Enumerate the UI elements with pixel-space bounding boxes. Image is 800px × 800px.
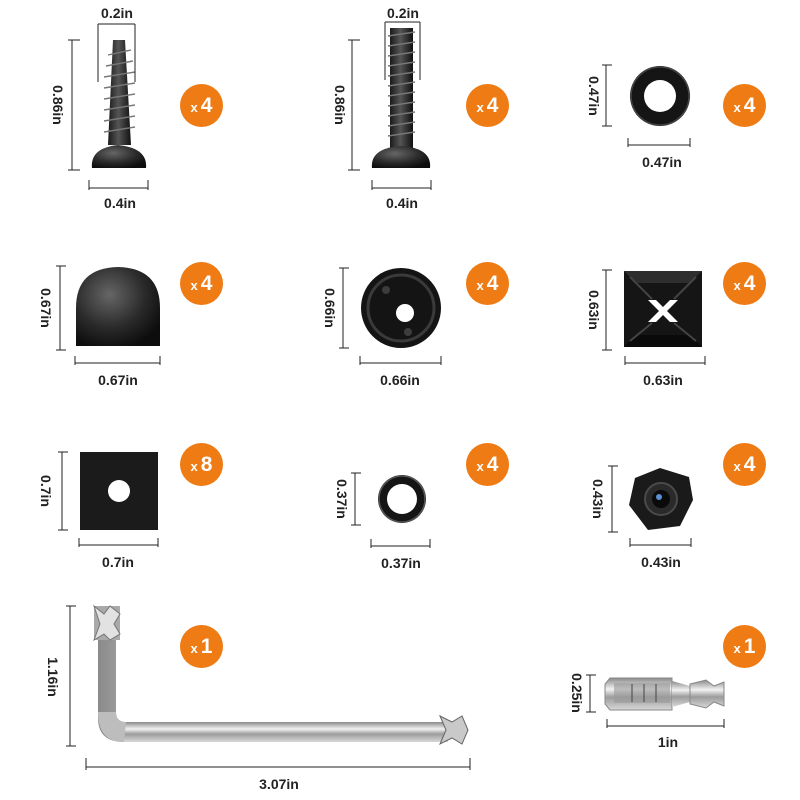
quantity-value: 4 bbox=[200, 271, 213, 295]
quantity-badge: x 4 bbox=[466, 84, 509, 127]
multiply-sign: x bbox=[190, 99, 198, 115]
quantity-badge: x 1 bbox=[180, 625, 223, 668]
height-dimension-label: 0.63in bbox=[586, 290, 602, 330]
height-dimension-label: 0.37in bbox=[334, 479, 350, 519]
quantity-value: 1 bbox=[743, 634, 756, 658]
height-dimension-label: 0.25in bbox=[569, 673, 585, 713]
height-dimension-label: 1.16in bbox=[45, 657, 61, 697]
quantity-value: 8 bbox=[200, 452, 213, 476]
quantity-badge: x 8 bbox=[180, 443, 223, 486]
multiply-sign: x bbox=[733, 277, 741, 293]
torx-bit-icon bbox=[586, 674, 725, 728]
multiply-sign: x bbox=[733, 640, 741, 656]
quantity-badge: x 4 bbox=[723, 443, 766, 486]
multiply-sign: x bbox=[733, 99, 741, 115]
thread-dimension-label: 0.2in bbox=[101, 5, 133, 21]
multiply-sign: x bbox=[733, 458, 741, 474]
height-dimension-label: 0.7in bbox=[38, 475, 54, 507]
height-dimension-label: 0.66in bbox=[322, 288, 338, 328]
width-dimension-label: 0.67in bbox=[98, 372, 138, 388]
rubber-washer-icon bbox=[602, 64, 691, 147]
quantity-value: 1 bbox=[200, 634, 213, 658]
thread-dimension-label: 0.2in bbox=[387, 5, 419, 21]
width-dimension-label: 1in bbox=[657, 734, 679, 750]
width-dimension-label: 3.07in bbox=[259, 776, 299, 792]
height-dimension-label: 0.86in bbox=[332, 85, 348, 125]
height-dimension-label: 0.43in bbox=[590, 479, 606, 519]
width-dimension-label: 0.7in bbox=[102, 554, 134, 570]
width-dimension-label: 0.47in bbox=[642, 154, 682, 170]
machine-screw-icon bbox=[348, 21, 432, 190]
quantity-badge: x 4 bbox=[180, 262, 223, 305]
quantity-value: 4 bbox=[486, 271, 499, 295]
self-tapping-screw-icon bbox=[68, 23, 149, 190]
quantity-value: 4 bbox=[486, 93, 499, 117]
screw-cap-icon bbox=[56, 265, 161, 365]
multiply-sign: x bbox=[190, 458, 198, 474]
height-dimension-label: 0.47in bbox=[586, 76, 602, 116]
multiply-sign: x bbox=[190, 640, 198, 656]
foam-pad-icon bbox=[58, 451, 159, 547]
width-dimension-label: 0.63in bbox=[643, 372, 683, 388]
small-ring-icon bbox=[351, 472, 431, 548]
height-dimension-label: 0.67in bbox=[38, 288, 54, 328]
width-dimension-label: 0.37in bbox=[381, 555, 421, 571]
multiply-sign: x bbox=[476, 277, 484, 293]
multiply-sign: x bbox=[476, 458, 484, 474]
quantity-value: 4 bbox=[200, 93, 213, 117]
width-dimension-label: 0.66in bbox=[380, 372, 420, 388]
width-dimension-label: 0.4in bbox=[386, 195, 418, 211]
quantity-badge: x 1 bbox=[723, 625, 766, 668]
quantity-value: 4 bbox=[743, 271, 756, 295]
square-insert-icon bbox=[602, 269, 706, 365]
multiply-sign: x bbox=[476, 99, 484, 115]
width-dimension-label: 0.43in bbox=[641, 554, 681, 570]
quantity-badge: x 4 bbox=[723, 262, 766, 305]
quantity-badge: x 4 bbox=[180, 84, 223, 127]
width-dimension-label: 0.4in bbox=[104, 195, 136, 211]
multiply-sign: x bbox=[190, 277, 198, 293]
quantity-badge: x 4 bbox=[466, 443, 509, 486]
quantity-value: 4 bbox=[486, 452, 499, 476]
height-dimension-label: 0.86in bbox=[50, 85, 66, 125]
quantity-badge: x 4 bbox=[723, 84, 766, 127]
quantity-value: 4 bbox=[743, 93, 756, 117]
hex-nut-icon bbox=[608, 465, 693, 547]
quantity-value: 4 bbox=[743, 452, 756, 476]
quantity-badge: x 4 bbox=[466, 262, 509, 305]
cap-base-icon bbox=[339, 267, 442, 365]
torx-wrench-icon bbox=[66, 604, 471, 770]
